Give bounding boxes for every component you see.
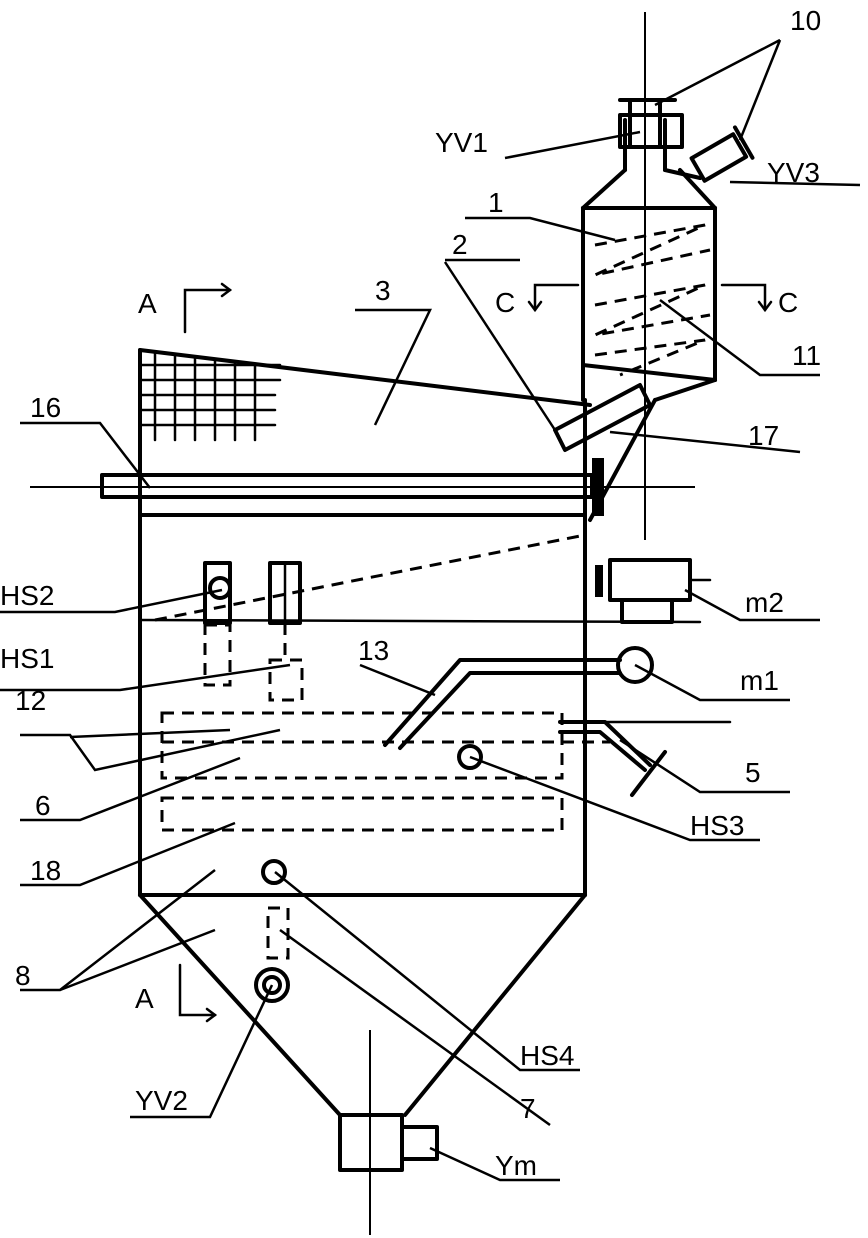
vessel-top-slope: [138, 348, 592, 407]
cone-right: [403, 893, 587, 1117]
sensor-hs1: [268, 561, 304, 702]
label-hs4: HS4: [520, 1040, 574, 1071]
label-18: 18: [30, 855, 61, 886]
valve-yv1: [618, 98, 684, 149]
valve-yv3: [689, 125, 755, 183]
label-ym: Ym: [495, 1150, 537, 1181]
label-section-c-left: C: [495, 287, 515, 318]
chamber-6: [160, 711, 564, 780]
shaft-16: [30, 458, 695, 517]
screen-grid: [138, 350, 282, 442]
sensor-hs4: [261, 859, 287, 885]
label-1: 1: [488, 187, 504, 218]
label-hs2: HS2: [0, 580, 54, 611]
ym-device: [400, 1125, 439, 1161]
label-yv3: YV3: [767, 157, 820, 188]
label-3: 3: [375, 275, 391, 306]
label-yv1: YV1: [435, 127, 488, 158]
leader-lines: [0, 38, 861, 1182]
label-10: 10: [790, 5, 821, 36]
pump-m1: [616, 646, 654, 684]
belt-dashed: [154, 533, 586, 622]
chamber-18: [160, 796, 564, 832]
label-16: 16: [30, 392, 61, 423]
sensor-hs3: [457, 744, 483, 770]
section-markers: [178, 282, 773, 1023]
chute-2: [553, 383, 652, 452]
label-7: 7: [520, 1093, 536, 1124]
label-hs3: HS3: [690, 810, 744, 841]
label-m1: m1: [740, 665, 779, 696]
label-8: 8: [15, 960, 31, 991]
valve-yv2: [254, 967, 290, 1003]
label-11: 11: [792, 340, 821, 371]
motor-m2: [595, 558, 712, 624]
label-section-a-bottom: A: [135, 983, 154, 1014]
sensor-7: [266, 906, 290, 960]
cone-left: [138, 893, 342, 1117]
label-12: 12: [15, 685, 46, 716]
pipe-13: [383, 646, 654, 750]
label-17: 17: [748, 420, 779, 451]
label-6: 6: [35, 790, 51, 821]
label-5: 5: [745, 757, 761, 788]
label-m2: m2: [745, 587, 784, 618]
sensor-hs2: [203, 561, 232, 687]
level-line: [138, 618, 702, 624]
text-labels: 10 YV1 YV3 1 2 3 A C C 11 16 17 HS2 m2 H…: [0, 5, 821, 1181]
label-section-c-right: C: [778, 287, 798, 318]
label-yv2: YV2: [135, 1085, 188, 1116]
label-13: 13: [358, 635, 389, 666]
label-2: 2: [452, 229, 468, 260]
label-section-a-top: A: [138, 288, 157, 319]
label-hs1: HS1: [0, 643, 54, 674]
